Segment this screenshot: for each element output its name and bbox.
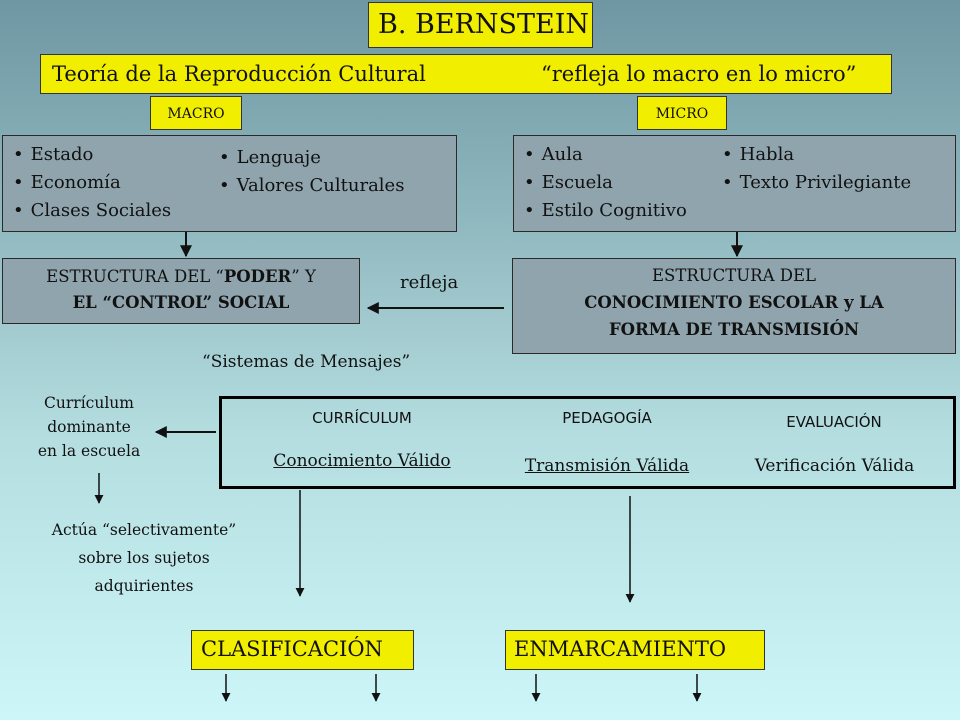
- poder-control-box: ESTRUCTURA DEL “PODER” Y EL “CONTROL” SO…: [2, 258, 360, 324]
- list-item: Estado: [13, 141, 171, 169]
- title-box: B. BERNSTEIN: [368, 2, 593, 48]
- curriculum-heading: CURRÍCULUM: [312, 409, 412, 427]
- list-item: Habla: [722, 141, 911, 169]
- refleja-label: refleja: [400, 272, 459, 293]
- evaluacion-heading: EVALUACIÓN: [786, 413, 882, 431]
- macro-label: MACRO: [150, 96, 242, 130]
- clasificacion-box: CLASIFICACIÓN: [191, 630, 414, 670]
- curriculum-sub: Conocimiento Válido: [273, 451, 451, 471]
- theory-right-text: “refleja lo macro en lo micro”: [541, 62, 857, 86]
- evaluacion-sub: Verificación Válida: [754, 456, 915, 476]
- sistemas-label: “Sistemas de Mensajes”: [202, 352, 411, 372]
- page-title: B. BERNSTEIN: [378, 9, 590, 40]
- theory-banner: Teoría de la Reproducción Cultural “refl…: [40, 54, 892, 94]
- micro-box: Aula Escuela Estilo Cognitivo Habla Text…: [513, 135, 956, 232]
- micro-list-col2: Habla Texto Privilegiante: [722, 141, 912, 197]
- macro-list-col1: Estado Economía Clases Sociales: [13, 141, 172, 225]
- list-item: Valores Culturales: [219, 172, 405, 200]
- list-item: Economía: [13, 169, 171, 197]
- curriculum-dominante-text: Currículum dominante en la escuela: [37, 394, 141, 460]
- list-item: Texto Privilegiante: [722, 169, 912, 197]
- conocimiento-box: ESTRUCTURA DEL CONOCIMIENTO ESCOLAR y LA…: [512, 258, 956, 354]
- list-item: Clases Sociales: [13, 197, 172, 225]
- enmarcamiento-box: ENMARCAMIENTO: [505, 630, 765, 670]
- micro-list-col1: Aula Escuela Estilo Cognitivo: [524, 141, 687, 225]
- macro-list-col2: Lenguaje Valores Culturales: [219, 144, 405, 200]
- pedagogia-sub: Transmisión Válida: [524, 456, 690, 476]
- list-item: Lenguaje: [219, 144, 404, 172]
- message-systems-box: CURRÍCULUM Conocimiento Válido PEDAGOGÍA…: [219, 396, 956, 489]
- macro-box: Estado Economía Clases Sociales Lenguaje…: [2, 135, 457, 232]
- pedagogia-heading: PEDAGOGÍA: [562, 409, 652, 427]
- theory-left-text: Teoría de la Reproducción Cultural: [52, 62, 426, 86]
- micro-label: MICRO: [637, 96, 727, 130]
- list-item: Escuela: [524, 169, 687, 197]
- list-item: Estilo Cognitivo: [524, 197, 687, 225]
- actua-selectivamente-text: Actúa “selectivamente” sobre los sujetos…: [51, 521, 237, 595]
- list-item: Aula: [524, 141, 687, 169]
